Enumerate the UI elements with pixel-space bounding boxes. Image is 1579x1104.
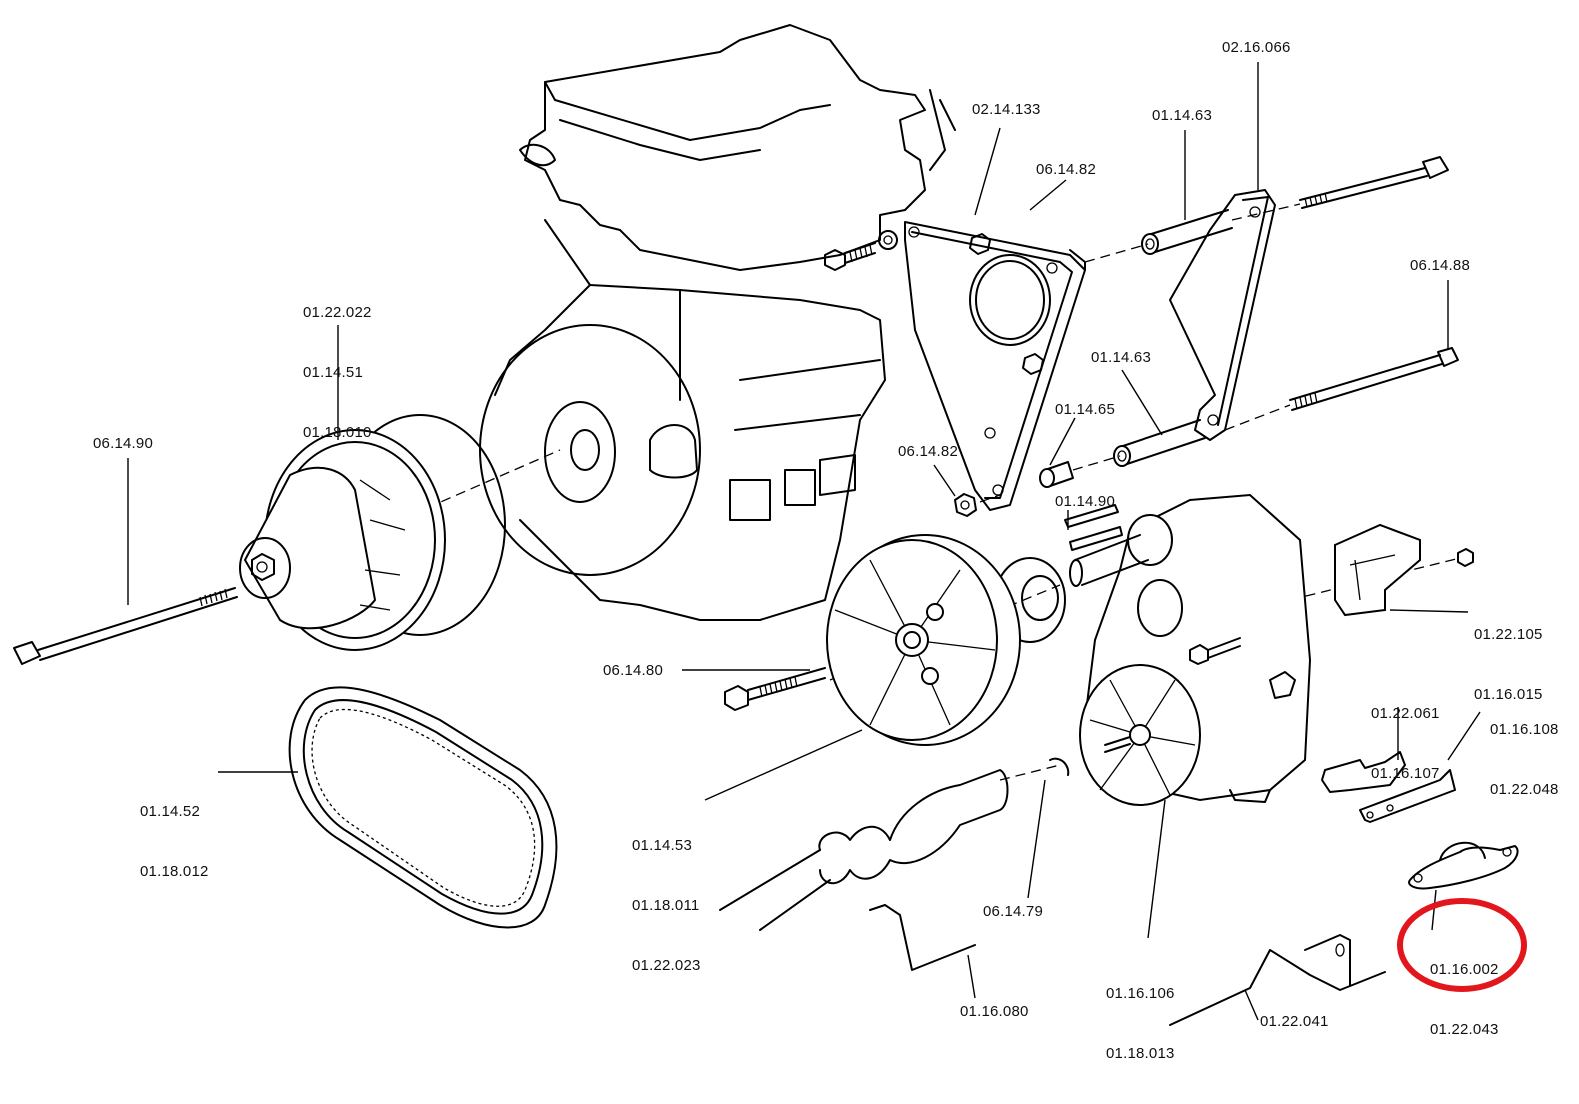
part-number: 01.16.002 [1430,961,1499,978]
drive-belt [288,686,558,929]
callout-01-16-108[interactable]: 01.16.108 01.22.048 [1490,680,1559,840]
shaft-key-01-14-90 [1069,526,1123,551]
callout-01-14-63-upper[interactable]: 01.14.63 [1152,106,1212,126]
part-number: 06.14.82 [898,443,958,460]
callout-02-14-133[interactable]: 02.14.133 [972,100,1041,120]
bolt-06-14-88-lower [1289,347,1459,411]
callout-01-22-061[interactable]: 01.22.061 01.16.107 [1371,664,1440,824]
part-number: 01.14.53 [632,837,692,854]
callout-01-14-52[interactable]: 01.14.52 01.18.012 [140,762,209,922]
callout-06-14-88[interactable]: 06.14.88 [1410,256,1470,276]
callout-06-14-79[interactable]: 06.14.79 [983,902,1043,922]
spacer-01-14-63-lower [1113,419,1206,467]
part-number: 01.18.010 [303,424,372,441]
part-number: 01.18.011 [632,897,700,914]
part-number: 01.16.015 [1474,686,1543,703]
callout-01-22-022[interactable]: 01.22.022 01.14.51 01.18.010 [303,263,372,483]
bracket-01-22-061 [1321,751,1406,793]
part-number: 01.22.022 [303,304,372,321]
circlip-06-14-79 [1049,757,1070,776]
bracket-02-16-066 [1169,189,1276,441]
part-number: 02.16.066 [1222,39,1291,56]
part-number: 01.18.012 [140,863,209,880]
highlight-circle [1397,898,1527,992]
spacer-01-14-63-upper [1141,209,1233,255]
part-number: 06.14.80 [603,662,663,679]
part-number: 02.14.133 [972,101,1041,118]
drive-pulley [239,414,506,651]
callout-01-22-041[interactable]: 01.22.041 [1260,1012,1329,1032]
part-number: 01.14.63 [1152,107,1212,124]
part-number: 06.14.79 [983,903,1043,920]
part-number: 01.22.023 [632,957,701,974]
bolt-06-14-88-upper [1299,156,1449,209]
driven-pulley [826,534,1066,746]
rod-01-22-041 [1169,934,1386,1026]
bracket-02-14-133 [904,221,1086,511]
part-number: 01.14.90 [1055,493,1115,510]
part-number: 01.16.080 [960,1003,1029,1020]
callout-06-14-82-lower[interactable]: 06.14.82 [898,442,958,462]
part-number: 01.14.63 [1091,349,1151,366]
part-number: 01.14.52 [140,803,200,820]
drive-shaft-boot [719,769,1009,931]
callout-02-16-066[interactable]: 02.16.066 [1222,38,1291,58]
callout-06-14-80[interactable]: 06.14.80 [603,661,663,681]
part-number: 06.14.90 [93,435,153,452]
engine-block [479,24,956,621]
callout-01-14-63-lower[interactable]: 01.14.63 [1091,348,1151,368]
callout-01-16-002-highlighted[interactable]: 01.16.002 01.22.043 [1430,920,1499,1080]
bracket-01-16-108 [1359,769,1456,823]
leader-lines [127,62,1481,1021]
mount-01-16-002 [1408,841,1519,890]
callout-01-22-105[interactable]: 01.22.105 01.16.015 [1474,585,1543,745]
callout-01-14-53[interactable]: 01.14.53 01.18.011 01.22.023 [632,796,701,1016]
nut-small [1457,548,1474,567]
callout-01-16-106[interactable]: 01.16.106 01.18.013 [1106,944,1175,1104]
exploded-parts-diagram: 02.16.066 02.14.133 01.14.63 06.14.82 06… [13,24,1559,1062]
part-number: 01.22.105 [1474,626,1543,643]
part-number: 01.22.048 [1490,781,1559,798]
part-number: 01.22.061 [1371,705,1440,722]
bolt-06-14-80 [724,667,826,711]
callout-01-14-90[interactable]: 01.14.90 [1055,492,1115,512]
part-number: 01.22.043 [1430,1021,1499,1038]
part-number: 01.16.106 [1106,985,1175,1002]
part-number: 01.18.013 [1106,1045,1175,1062]
callout-06-14-90[interactable]: 06.14.90 [93,434,153,454]
part-number: 01.14.65 [1055,401,1115,418]
bracket-01-22-105 [1334,523,1421,617]
nut-06-14-82-lower [954,493,977,517]
spacer-01-14-65 [1039,461,1074,488]
bolt-06-14-82-upper [824,230,898,271]
gearbox [1064,493,1312,806]
part-number: 01.16.107 [1371,765,1440,782]
part-number: 06.14.88 [1410,257,1470,274]
callout-06-14-82-upper[interactable]: 06.14.82 [1036,160,1096,180]
part-number: 01.14.51 [303,364,363,381]
rod-01-16-080 [869,904,976,971]
part-number: 01.22.041 [1260,1013,1329,1030]
callout-01-14-65[interactable]: 01.14.65 [1055,400,1115,420]
bolt-06-14-90 [13,587,238,665]
callout-01-16-080[interactable]: 01.16.080 [960,1002,1029,1022]
part-number: 06.14.82 [1036,161,1096,178]
part-number: 01.16.108 [1490,721,1559,738]
